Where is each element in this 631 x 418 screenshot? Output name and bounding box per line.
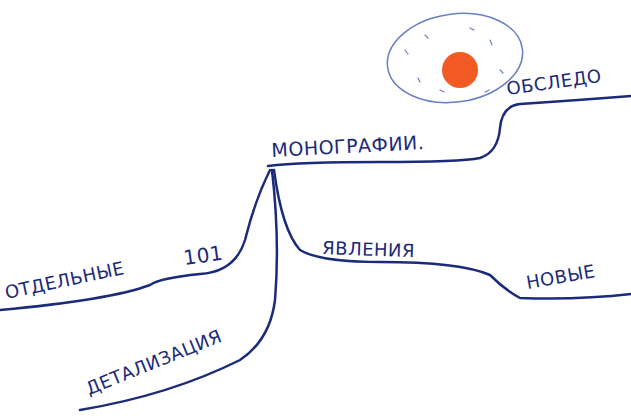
branch-line	[268, 96, 631, 166]
branch-label: 101	[182, 243, 224, 268]
branch-line	[0, 170, 270, 310]
branch-label: МОНОГРАФИИ.	[271, 133, 425, 160]
branch-label: ОБСЛЕДО	[505, 67, 602, 98]
branch-label: ЯВЛЕНИЯ	[322, 239, 415, 260]
cell-illustration	[382, 5, 529, 111]
branch-line	[80, 170, 277, 410]
branch-label: ДЕТАЛИЗАЦИЯ	[83, 327, 224, 398]
branch-label: НОВЫЕ	[525, 262, 597, 292]
branch-line	[274, 170, 631, 299]
